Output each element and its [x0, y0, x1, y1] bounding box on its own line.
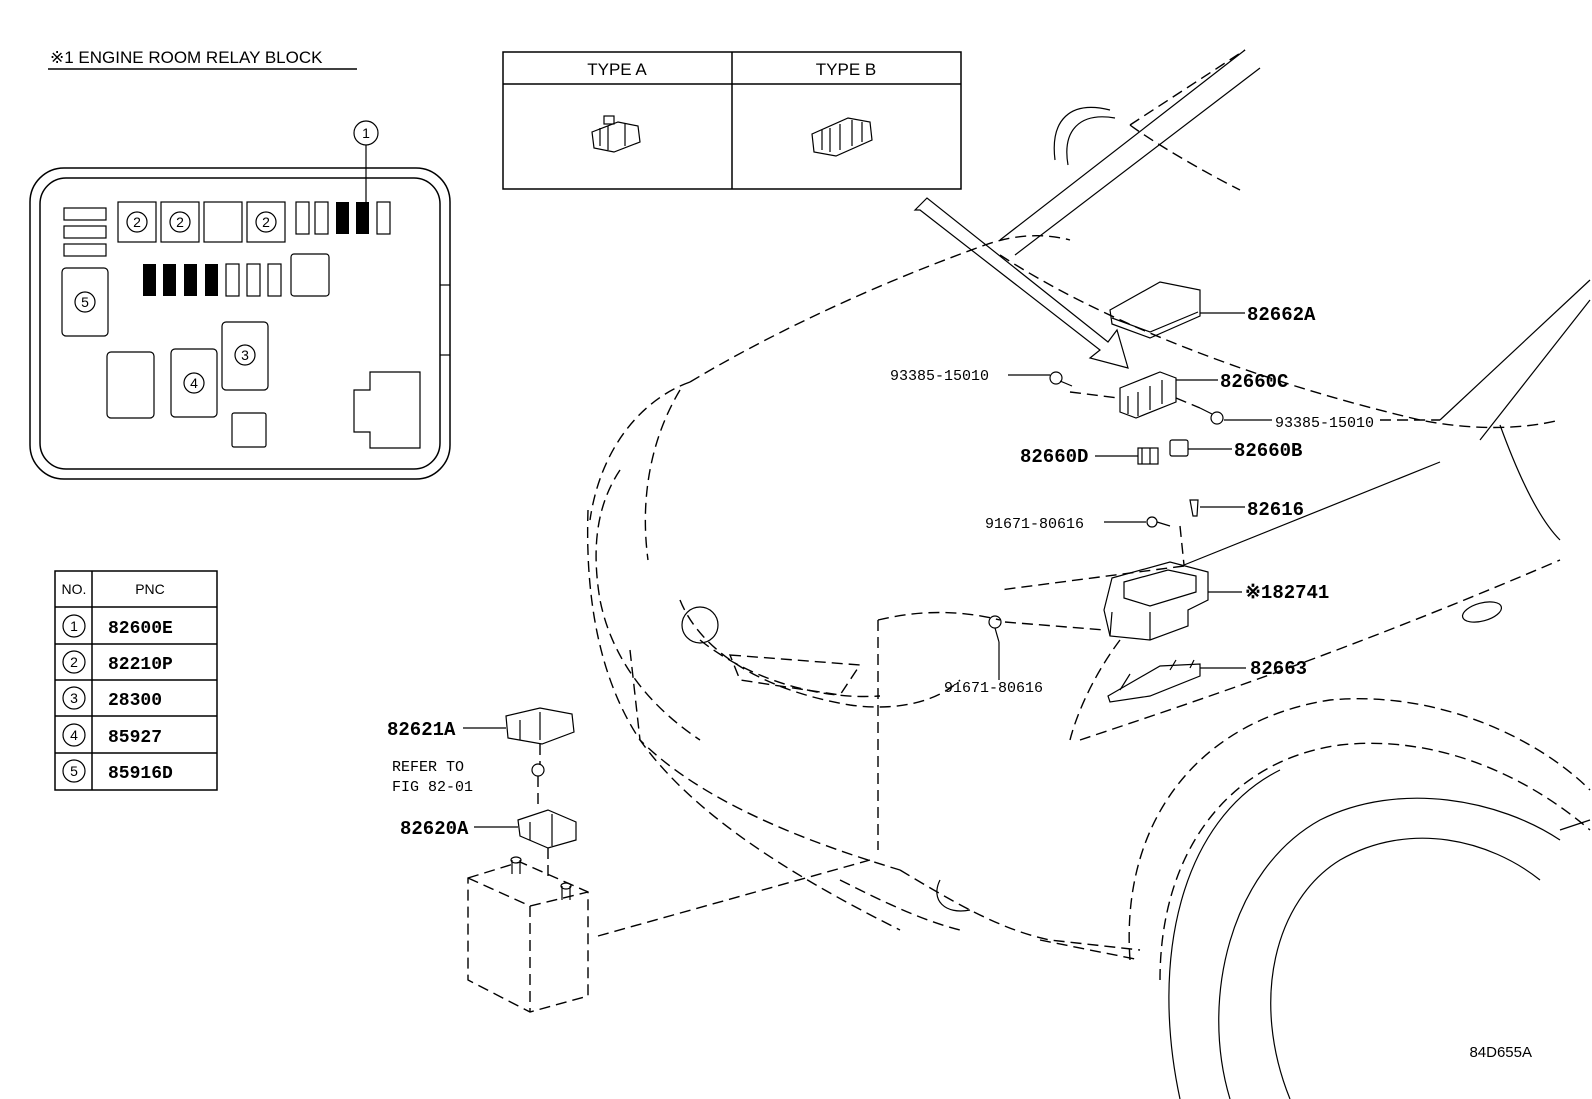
relay-block-inset: ※1 ENGINE ROOM RELAY BLOCK 1 2 2 2 [29, 48, 451, 480]
vehicle-outline [586, 49, 1591, 1099]
relay-block-82660C [1119, 371, 1218, 419]
type-a-connector-icon [591, 115, 641, 153]
label-82660C: 82660C [1220, 371, 1288, 393]
type-a-header: TYPE A [587, 60, 647, 79]
part-labels: 82662A 82660C 93385-15010 93385-15010 82… [387, 304, 1532, 1061]
pnc-row-no: 4 [70, 727, 78, 743]
label-refer-to: REFER TO [392, 759, 464, 776]
relay-slot-2c [246, 201, 286, 243]
bracket-82663 [1069, 639, 1246, 741]
connector-socket [353, 371, 421, 449]
label-82660B: 82660B [1234, 440, 1302, 462]
bolt-91671-bottom [988, 615, 1105, 680]
bolt-93385-right [1175, 397, 1272, 425]
pnc-row-value: 85927 [108, 728, 162, 748]
pnc-row-no: 1 [70, 618, 78, 634]
marker-3: 3 [241, 347, 249, 363]
label-82660D: 82660D [1020, 446, 1088, 468]
relay-slot-4 [170, 348, 218, 418]
relay-block-inner-outline [39, 177, 441, 470]
marker-2a: 2 [133, 214, 141, 230]
pnc-row-value: 28300 [108, 691, 162, 711]
pnc-col-pnc: PNC [135, 581, 165, 597]
relay-block-outline [29, 167, 451, 480]
type-b-header: TYPE B [816, 60, 876, 79]
figure-id: 84D655A [1469, 1044, 1532, 1061]
marker-2b: 2 [176, 214, 184, 230]
pnc-row-value: 82210P [108, 655, 173, 675]
relay-base-82741 [999, 461, 1441, 641]
marker-5: 5 [81, 294, 89, 310]
relay-slot-3 [221, 321, 269, 391]
label-93385-left: 93385-15010 [890, 368, 989, 385]
type-table: TYPE A TYPE B [502, 51, 962, 190]
pnc-row-value: 82600E [108, 619, 173, 639]
type-b-connector-icon [811, 117, 873, 157]
relay-slot-2b [160, 201, 200, 243]
nut [531, 763, 545, 810]
relay-82660B [1169, 439, 1232, 457]
label-refer-fig: FIG 82-01 [392, 779, 473, 796]
bolt-93385-left [1008, 371, 1119, 399]
pnc-table: NO. PNC 1 82600E 2 82210P 3 28300 4 8592… [54, 570, 218, 791]
pnc-row-value: 85916D [108, 764, 173, 784]
label-93385-right: 93385-15010 [1275, 415, 1374, 432]
marker-2c: 2 [262, 214, 270, 230]
pnc-row-no: 2 [70, 654, 78, 670]
relay-block-title: ※1 ENGINE ROOM RELAY BLOCK [50, 48, 323, 67]
callout-number: 1 [362, 125, 370, 141]
label-91671-bottom: 91671-80616 [944, 680, 1043, 697]
label-82616: 82616 [1247, 499, 1304, 521]
fusible-link-82621A [463, 707, 575, 765]
marker-4: 4 [190, 375, 198, 391]
pnc-row-no: 3 [70, 690, 78, 706]
relay-82660D [1095, 447, 1159, 465]
battery [467, 856, 871, 1013]
relay-slot-5 [61, 267, 109, 337]
clip-82616 [1189, 499, 1245, 517]
label-82741: ※182741 [1245, 582, 1329, 604]
label-82662A: 82662A [1247, 304, 1316, 326]
relay-slot-2a [117, 201, 157, 243]
location-arrow [913, 197, 1129, 369]
label-91671-top: 91671-80616 [985, 516, 1084, 533]
pnc-col-no: NO. [62, 581, 87, 597]
relay-cover-82662A [1109, 281, 1245, 339]
pnc-row-no: 5 [70, 763, 78, 779]
bolt-91671-top [1104, 516, 1185, 566]
label-82620A: 82620A [400, 818, 469, 840]
fusible-link-82620A [474, 809, 577, 880]
label-82663: 82663 [1250, 658, 1307, 680]
label-82621A: 82621A [387, 719, 456, 741]
